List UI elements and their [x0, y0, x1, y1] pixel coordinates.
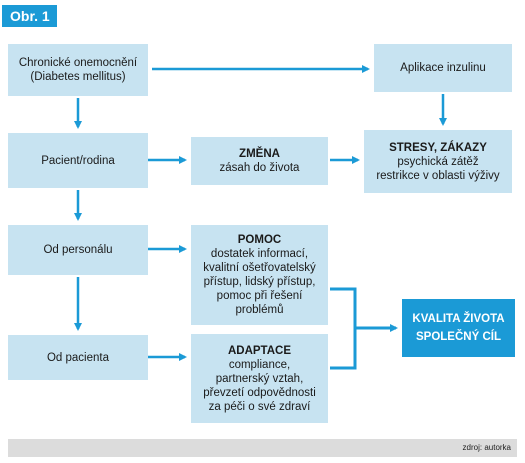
node-help-line: přístup, lidský přístup,: [203, 276, 316, 288]
node-stress-line2: restrikce v oblasti výživy: [376, 169, 500, 182]
node-adaptation: ADAPTACE compliance, partnerský vztah, p…: [191, 334, 328, 423]
figure-tag: Obr. 1: [2, 5, 57, 27]
node-patient-family-label: Pacient/rodina: [41, 154, 115, 167]
node-stress: STRESY, ZÁKAZY psychická zátěž restrikce…: [364, 130, 512, 193]
source-label: zdroj: autorka: [462, 443, 511, 452]
node-help-line: kvalitní ošetřovatelský: [203, 262, 316, 274]
source-footer: zdroj: autorka: [8, 439, 517, 457]
node-help-line: problémů: [235, 304, 284, 316]
node-quality-of-life-line1: KVALITA ŽIVOTA: [412, 313, 505, 325]
node-help-line: pomoc při řešení: [216, 290, 303, 302]
node-chronic-disease: Chronické onemocnění (Diabetes mellitus): [8, 44, 148, 96]
node-adaptation-title: ADAPTACE: [227, 344, 292, 357]
node-patient: Od pacienta: [8, 335, 148, 380]
node-change: ZMĚNA zásah do života: [191, 137, 328, 185]
node-adaptation-line: partnerský vztah,: [215, 372, 304, 385]
node-chronic-disease-line1: Chronické onemocnění: [18, 57, 138, 69]
node-change-title: ZMĚNA: [239, 148, 280, 160]
node-help: POMOC dostatek informací, kvalitní ošetř…: [191, 225, 328, 325]
node-insulin-application-label: Aplikace inzulinu: [400, 62, 486, 74]
node-help-line: dostatek informací,: [210, 248, 309, 260]
node-adaptation-line: compliance,: [228, 358, 291, 371]
node-insulin-application: Aplikace inzulinu: [374, 44, 512, 92]
node-staff-label: Od personálu: [43, 244, 113, 256]
node-quality-of-life-line2: SPOLEČNÝ CÍL: [416, 331, 501, 343]
node-change-body: zásah do života: [219, 162, 300, 174]
node-stress-line1: psychická zátěž: [397, 155, 479, 168]
bracket-help-adaptation: [330, 287, 357, 370]
node-patient-family: Pacient/rodina: [8, 133, 148, 188]
node-chronic-disease-line2: (Diabetes mellitus): [30, 71, 126, 83]
node-stress-title: STRESY, ZÁKAZY: [389, 141, 487, 154]
node-staff: Od personálu: [8, 225, 148, 275]
node-quality-of-life: KVALITA ŽIVOTA SPOLEČNÝ CÍL: [402, 299, 515, 357]
node-help-title: POMOC: [237, 234, 282, 246]
node-patient-label: Od pacienta: [46, 351, 109, 364]
node-adaptation-line: za péči o své zdraví: [208, 400, 311, 413]
node-adaptation-line: převzetí odpovědnosti: [203, 386, 316, 399]
